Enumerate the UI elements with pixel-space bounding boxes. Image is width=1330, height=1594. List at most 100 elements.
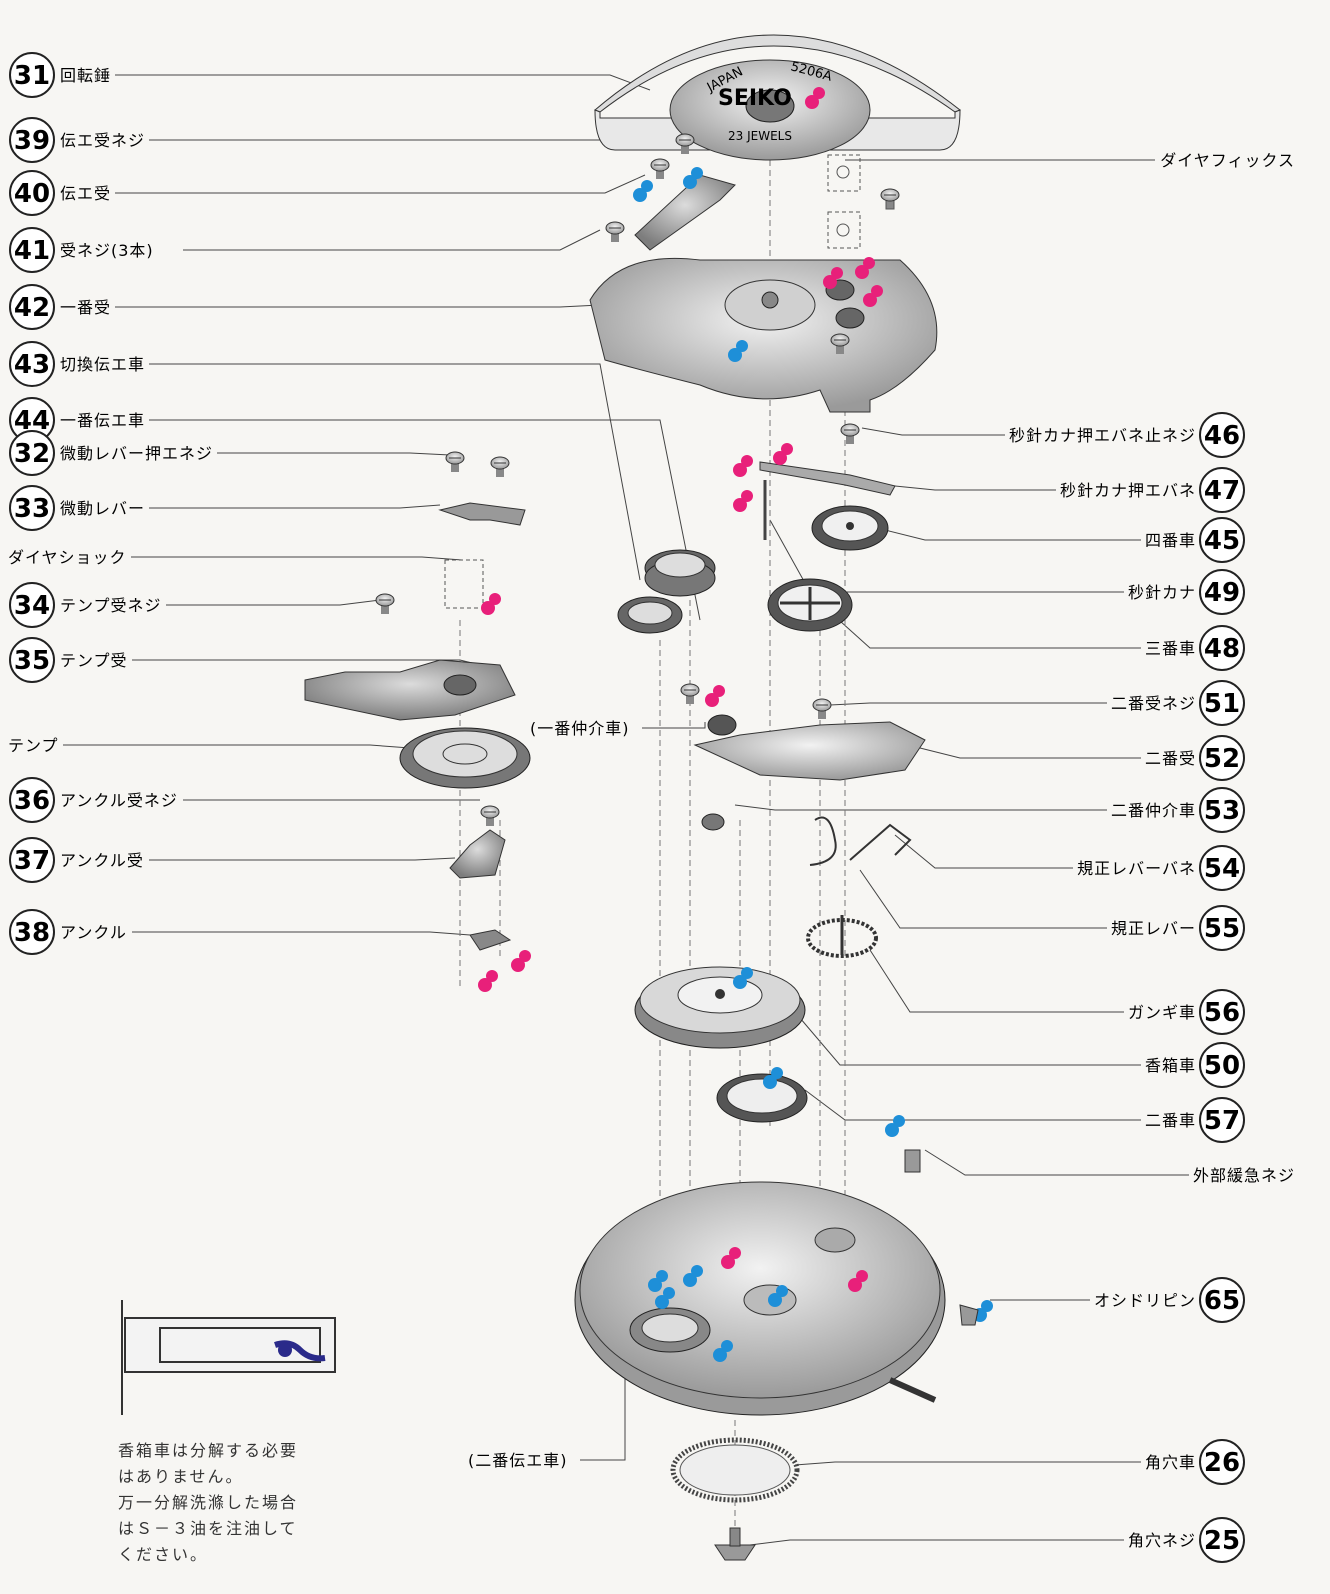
callout-label: ダイヤショック (8, 548, 127, 567)
callout-label: アンクル受ネジ (60, 791, 178, 810)
left-callout: ダイヤショック (8, 548, 127, 567)
callout-circle (9, 582, 55, 628)
callout-circle (9, 637, 55, 683)
callout-number: 41 (14, 236, 50, 266)
callout-circle (9, 909, 55, 955)
right-callout: 48 三番車 (1145, 625, 1245, 671)
left-callout: 43 切換伝エ車 (9, 341, 145, 387)
right-callout: 25 角穴ネジ (1128, 1517, 1245, 1563)
callout-circle (9, 52, 55, 98)
note-line: はありません。 (118, 1467, 244, 1486)
main-plate-part (574, 1181, 993, 1416)
diafix-part (827, 154, 900, 249)
rotor-part: JAPAN 5206A SEIKO 23 JEWELS (594, 34, 961, 161)
callout-number: 48 (1204, 634, 1240, 664)
transmission-wheels-part (617, 549, 716, 634)
callout-label: 微動レバー押エネジ (60, 444, 213, 463)
callout-circle (9, 170, 55, 216)
second-pinion-spring-part (733, 423, 896, 540)
rotor-brand: SEIKO (718, 86, 792, 111)
callout-label: 秒針カナ押エバネ (1060, 481, 1196, 500)
callout-label: 秒針カナ (1128, 583, 1196, 602)
callout-circle (1199, 412, 1245, 458)
callout-circle (9, 117, 55, 163)
callout-label: 四番車 (1145, 531, 1196, 550)
second-bridge-part (680, 683, 926, 781)
callout-label: テンプ (8, 736, 59, 755)
callout-label: テンプ受 (60, 651, 128, 670)
callout-number: 33 (14, 494, 50, 524)
callout-label: 規正レバー (1111, 919, 1196, 938)
callout-circle (1199, 1042, 1245, 1088)
callout-label: 香箱車 (1145, 1056, 1196, 1075)
callout-number: 43 (14, 350, 50, 380)
callout-circle (1199, 1097, 1245, 1143)
balance-wheel-part (399, 727, 531, 789)
callout-circle (1199, 1277, 1245, 1323)
right-callout: ダイヤフィックス (1160, 151, 1295, 170)
callout-number: 57 (1204, 1106, 1240, 1136)
callout-label: ダイヤフィックス (1160, 151, 1295, 170)
left-callout: 39 伝エ受ネジ (9, 117, 145, 163)
callout-circle (1199, 845, 1245, 891)
callout-label: 回転錘 (60, 66, 111, 85)
inline-label: (二番伝エ車) (468, 1451, 568, 1470)
callout-number: 37 (14, 846, 50, 876)
callout-label: 角穴ネジ (1128, 1531, 1196, 1550)
callout-circle (1199, 787, 1245, 833)
callout-number: 32 (14, 439, 50, 469)
callout-number: 51 (1204, 689, 1240, 719)
callout-number: 31 (14, 61, 50, 91)
callout-number: 25 (1204, 1526, 1240, 1556)
callout-label: 秒針カナ押エバネ止ネジ (1009, 426, 1196, 445)
callout-label: 規正レバーバネ (1077, 859, 1196, 878)
callout-circle (1199, 467, 1245, 513)
first-bridge-part (589, 257, 938, 413)
barrel-section-inset (121, 1300, 336, 1415)
leader-lines (63, 74, 1189, 1546)
callout-label: 二番車 (1145, 1111, 1196, 1130)
callout-circle (1199, 569, 1245, 615)
fourth-wheel-part (811, 505, 889, 551)
callout-label: アンクル (60, 923, 127, 942)
note-line: 香箱車は分解する必要 (118, 1441, 299, 1460)
callout-number: 36 (14, 786, 50, 816)
transmission-bridge-part (605, 133, 736, 251)
callout-label: 受ネジ(3本) (60, 241, 154, 260)
callout-label: 伝エ受ネジ (60, 131, 145, 150)
left-callout: 32 微動レバー押エネジ (9, 430, 213, 476)
left-callout: 31 回転錘 (9, 52, 111, 98)
callout-circle (9, 284, 55, 330)
callout-label: 二番受ネジ (1111, 694, 1196, 713)
callout-number: 56 (1204, 998, 1240, 1028)
rotor-jewels: 23 JEWELS (728, 129, 792, 143)
callout-number: 26 (1204, 1448, 1240, 1478)
inline-label: (一番仲介車) (530, 719, 630, 738)
callout-circle (9, 227, 55, 273)
callout-circle (1199, 1439, 1245, 1485)
callout-label: アンクル受 (60, 851, 144, 870)
callout-label: 切換伝エ車 (60, 355, 145, 374)
callout-number: 39 (14, 126, 50, 156)
callout-circle (1199, 1517, 1245, 1563)
callout-circle (9, 341, 55, 387)
ratchet-wheel-part (670, 1437, 800, 1561)
callout-number: 34 (14, 591, 50, 621)
callout-label: 三番車 (1145, 639, 1196, 658)
callout-number: 40 (14, 179, 50, 209)
